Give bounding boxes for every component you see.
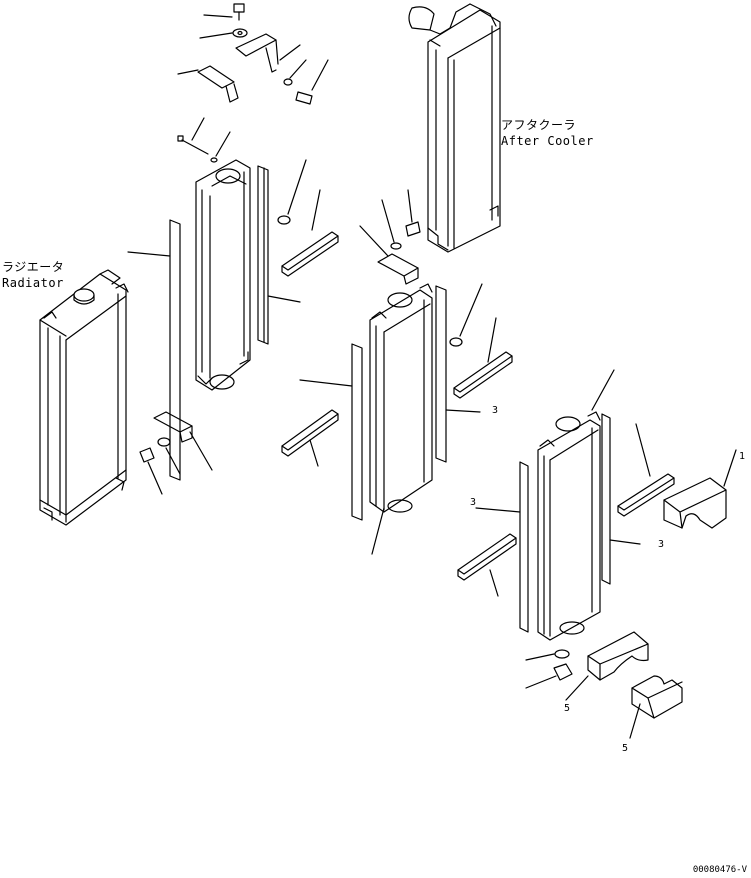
callout-5b: 5 bbox=[622, 743, 629, 754]
seal-strip-3 bbox=[300, 380, 352, 386]
drawing-code: 00080476-V bbox=[692, 865, 747, 875]
bracket-lower bbox=[154, 412, 212, 470]
callout-1: 1 bbox=[739, 451, 746, 462]
washer-small-2 bbox=[211, 132, 230, 162]
plug-lower bbox=[526, 664, 588, 700]
seal-strip-middle-right bbox=[436, 286, 446, 462]
radiator-label-en: Radiator bbox=[2, 276, 64, 290]
callout-3b: 3 bbox=[470, 497, 477, 508]
radiator-core bbox=[40, 270, 128, 525]
bolt-top-2 bbox=[296, 60, 328, 104]
o-ring-lower bbox=[526, 650, 569, 660]
leader-strip bbox=[128, 252, 300, 302]
cover-block-1 bbox=[664, 450, 736, 528]
radiator-seal-strip-left bbox=[170, 220, 180, 480]
seal-bar-1 bbox=[282, 190, 338, 276]
washer-middle bbox=[382, 200, 401, 249]
seal-strip-lower-right bbox=[602, 414, 610, 584]
radiator-plate bbox=[196, 160, 250, 390]
bracket-middle bbox=[360, 226, 418, 284]
aftercooler-core bbox=[409, 4, 500, 252]
callout-5a: 5 bbox=[564, 703, 571, 714]
leader-lower bbox=[476, 508, 640, 544]
bracket-top-2 bbox=[178, 66, 238, 102]
cover-block-2 bbox=[588, 632, 648, 680]
long-bolt bbox=[178, 118, 208, 154]
lower-core bbox=[538, 370, 614, 640]
aftercooler-label-en: After Cooler bbox=[501, 134, 594, 148]
grommet-ring-2 bbox=[450, 284, 482, 346]
washer-top bbox=[200, 29, 247, 38]
callout-3a: 3 bbox=[492, 405, 499, 416]
seal-strip-lower-left bbox=[520, 462, 528, 632]
seal-bar-3 bbox=[454, 318, 512, 398]
seal-bar-5 bbox=[458, 534, 516, 596]
seal-strip-middle-left bbox=[352, 344, 362, 520]
callout-3c: 3 bbox=[658, 539, 665, 550]
bracket-top-1 bbox=[236, 34, 300, 72]
radiator-label-jp: ラジエータ bbox=[2, 260, 65, 274]
aftercooler-label-jp: アフタクーラ bbox=[501, 118, 577, 132]
washer-lower bbox=[158, 438, 180, 474]
bolt-middle bbox=[406, 190, 420, 236]
radiator-seal-strip-right bbox=[258, 166, 268, 344]
bolt-lower bbox=[140, 448, 162, 494]
seal-bar-2 bbox=[282, 410, 338, 466]
aftercooler-plate bbox=[370, 284, 432, 512]
leader-misc bbox=[372, 410, 480, 554]
washer-small bbox=[284, 60, 306, 85]
cover-block-3 bbox=[630, 676, 682, 738]
bolt-top-1 bbox=[204, 4, 244, 20]
grommet-ring-1 bbox=[278, 160, 306, 224]
seal-bar-4 bbox=[618, 424, 674, 516]
